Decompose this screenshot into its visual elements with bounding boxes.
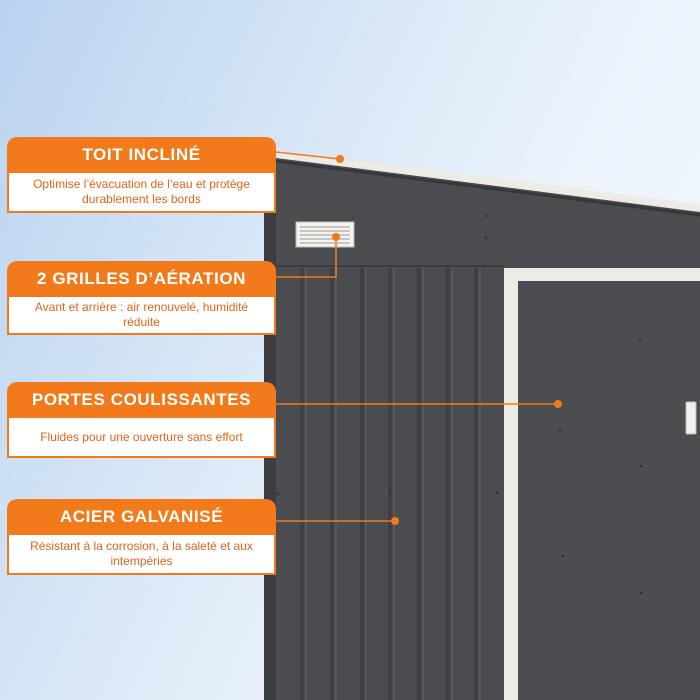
- rivets: [276, 187, 643, 595]
- roof-trim: [266, 150, 700, 212]
- callout-steel: ACIER GALVANISÉ Résistant à la corrosion…: [7, 499, 276, 575]
- callout-doors-description: Fluides pour une ouverture sans effort: [7, 418, 276, 458]
- callout-steel-title: ACIER GALVANISÉ: [7, 499, 276, 535]
- callout-steel-description: Résistant à la corrosion, à la saleté et…: [7, 535, 276, 575]
- callout-vents-description: Avant et arrière : air renouvelé, humidi…: [7, 297, 276, 335]
- callout-vents-title: 2 GRILLES D’AÉRATION: [7, 261, 276, 297]
- callout-roof: TOIT INCLINÉ Optimise l’évacuation de l’…: [7, 137, 276, 213]
- callout-roof-title: TOIT INCLINÉ: [7, 137, 276, 173]
- callout-roof-description: Optimise l’évacuation de l’eau et protèg…: [7, 173, 276, 213]
- wall-ribs: [300, 268, 481, 700]
- door-handle: [685, 401, 697, 435]
- door-panel: [518, 281, 700, 700]
- leader-lines: [275, 151, 558, 522]
- callout-vents: 2 GRILLES D’AÉRATION Avant et arrière : …: [7, 261, 276, 335]
- leader-dots: [332, 155, 562, 525]
- vent-grille: [295, 221, 355, 248]
- callout-doors-title: PORTES COULISSANTES: [7, 382, 276, 418]
- roof-shadow: [275, 159, 700, 217]
- callout-doors: PORTES COULISSANTES Fluides pour une ouv…: [7, 382, 276, 458]
